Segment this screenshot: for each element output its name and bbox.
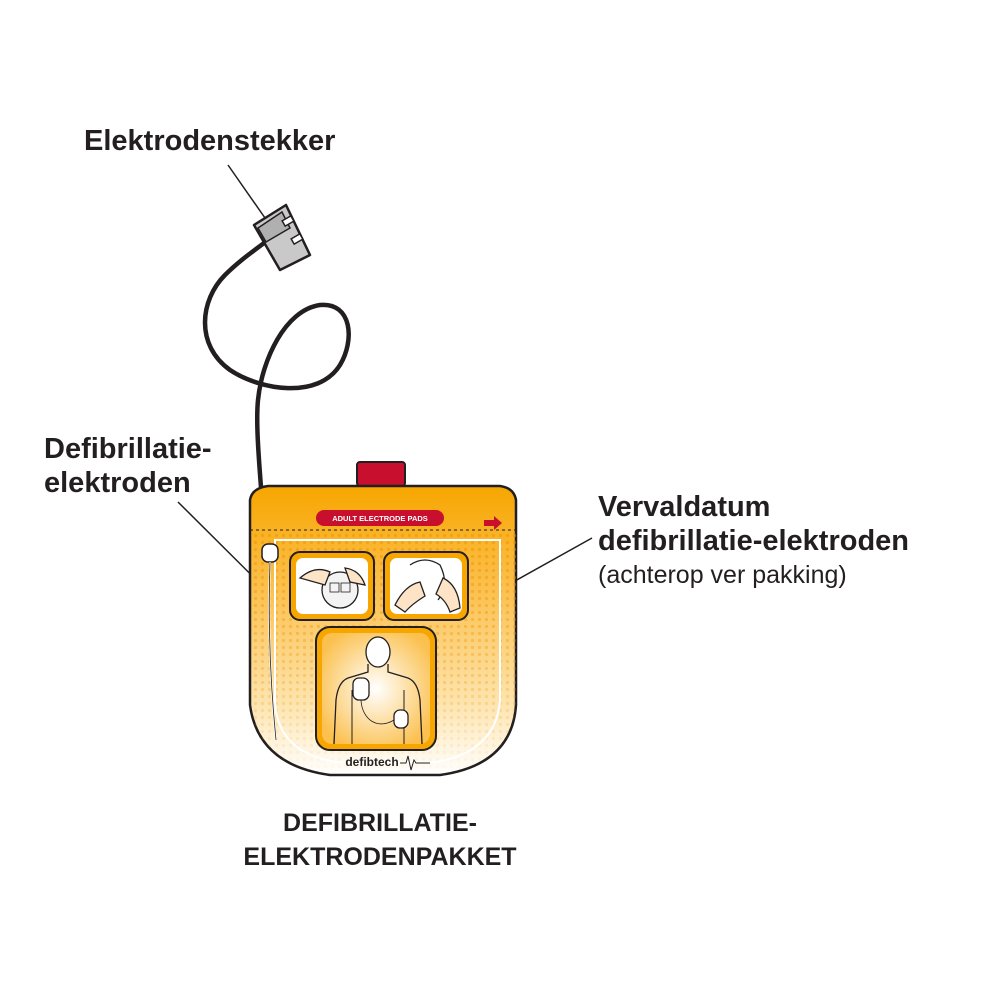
expiry-label-line2: defibrillatie-elektroden	[598, 525, 910, 557]
arrow-icon	[484, 516, 502, 530]
brand-logo: defibtech	[345, 755, 398, 769]
electrode-cable	[202, 237, 351, 503]
connector-label: Elektrodenstekker	[84, 125, 336, 157]
pull-tab	[356, 461, 406, 487]
package-banner	[316, 510, 444, 526]
heartbeat-icon	[400, 755, 430, 771]
tear-notch	[261, 543, 279, 563]
expiry-note: (achterop ver pakking)	[598, 561, 847, 589]
pads-label-line2: elektroden	[44, 467, 191, 499]
electrode-connector-plug	[252, 203, 312, 272]
instruction-step-peel	[289, 551, 375, 621]
pads-label-line1: Defibrillatie-	[44, 433, 212, 465]
electrode-package: ADULT ELECTRODE PADS	[248, 461, 518, 777]
expiry-label-line1: Vervaldatum	[598, 491, 771, 523]
expiry-leader-line	[505, 537, 593, 587]
pad-lower-left	[393, 709, 409, 729]
pad-upper-right	[352, 677, 370, 701]
instruction-step-place	[383, 551, 469, 621]
package-banner-text: ADULT ELECTRODE PADS	[332, 514, 428, 523]
instruction-step-apply-pads	[315, 626, 437, 751]
package-caption-line1: DEFIBRILLATIE-	[283, 809, 477, 837]
package-caption-line2: ELEKTRODENPAKKET	[243, 843, 517, 871]
